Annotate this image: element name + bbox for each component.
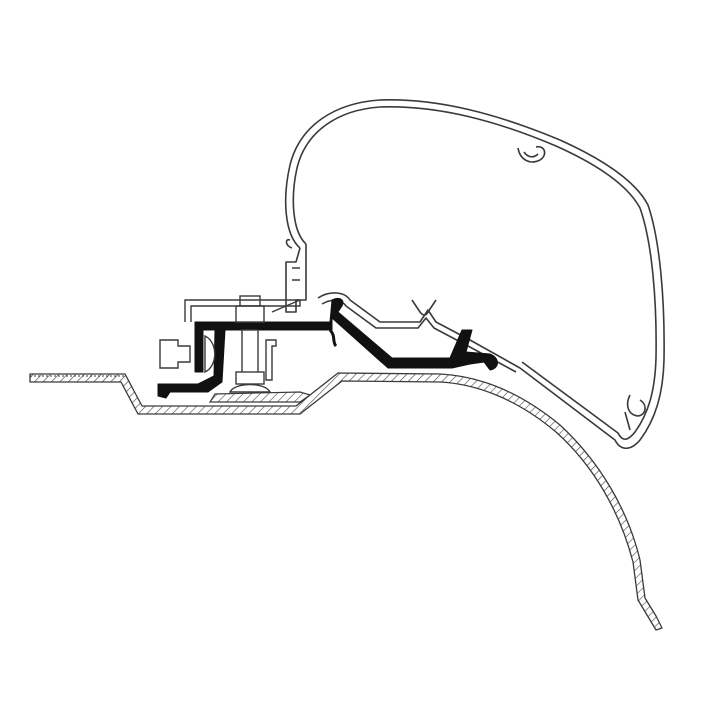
clamp-top bbox=[184, 299, 301, 322]
nut-top bbox=[235, 305, 265, 323]
adapter-bracket bbox=[157, 297, 498, 399]
awning-casing bbox=[284, 99, 665, 450]
bolt-head bbox=[239, 295, 261, 307]
side-washer bbox=[204, 334, 216, 374]
base-plate bbox=[208, 391, 312, 403]
bolt-assembly bbox=[159, 295, 301, 393]
vehicle-roof-section bbox=[29, 372, 663, 631]
side-bolt bbox=[159, 339, 191, 369]
nut-bottom bbox=[235, 371, 265, 385]
washer bbox=[228, 383, 272, 393]
